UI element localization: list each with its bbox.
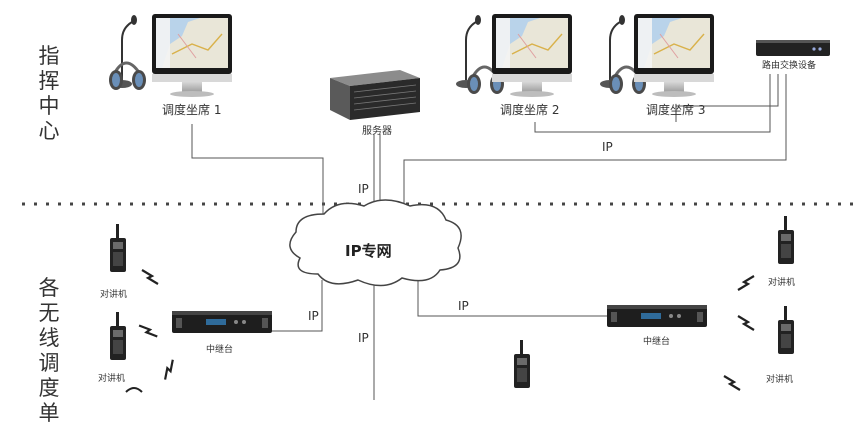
wireless-signal — [140, 268, 160, 286]
wireless-signal — [722, 374, 742, 392]
ip-network-cloud — [289, 199, 462, 287]
radio-bottom — [514, 340, 530, 388]
cloud-label: IP专网 — [345, 242, 392, 260]
command-center-label: 指挥中心 — [38, 44, 60, 143]
seat-3 — [599, 13, 715, 98]
link-router-cloud — [403, 74, 787, 218]
radio-left-2 — [110, 312, 126, 360]
radio-left-1 — [110, 224, 126, 272]
network-diagram — [22, 13, 862, 400]
wireless-signal — [736, 314, 756, 332]
radio-right-1 — [778, 216, 794, 264]
radio-label: 对讲机 — [768, 278, 796, 288]
repeater-right — [607, 305, 707, 327]
ip-label: IP — [358, 182, 369, 196]
repeater-right-label: 中继台 — [643, 337, 671, 347]
radio-label: 对讲机 — [100, 290, 128, 300]
server-label: 服务器 — [362, 126, 392, 137]
link-seat3-router — [675, 74, 779, 122]
seat-3-label: 调度坐席 3 — [646, 103, 706, 117]
ip-label: IP — [308, 309, 319, 323]
link-cloud-repeater-right — [417, 280, 608, 317]
ip-label: IP — [458, 299, 469, 313]
radio-right-2 — [778, 306, 794, 354]
radio-label: 对讲机 — [766, 375, 794, 385]
wireless-signal — [158, 358, 180, 381]
server-device — [330, 70, 420, 120]
wireless-signal — [736, 274, 756, 292]
wireless-signal — [137, 321, 159, 341]
seat-2-label: 调度坐席 2 — [500, 103, 560, 117]
seat-2 — [455, 13, 573, 98]
router-device — [756, 40, 830, 56]
seat-1 — [107, 13, 233, 98]
link-seat1-cloud — [191, 124, 324, 218]
repeater-left — [172, 311, 272, 333]
repeater-left-label: 中继台 — [206, 345, 234, 355]
connection-lines — [191, 74, 787, 400]
radio-label: 对讲机 — [98, 374, 126, 384]
seat-1-label: 调度坐席 1 — [162, 103, 222, 117]
ip-label: IP — [602, 140, 613, 154]
link-repeater-left-cloud — [272, 280, 323, 332]
link-seat2-router — [534, 74, 771, 133]
ip-label: IP — [358, 331, 369, 345]
router-label: 路由交换设备 — [762, 61, 817, 71]
